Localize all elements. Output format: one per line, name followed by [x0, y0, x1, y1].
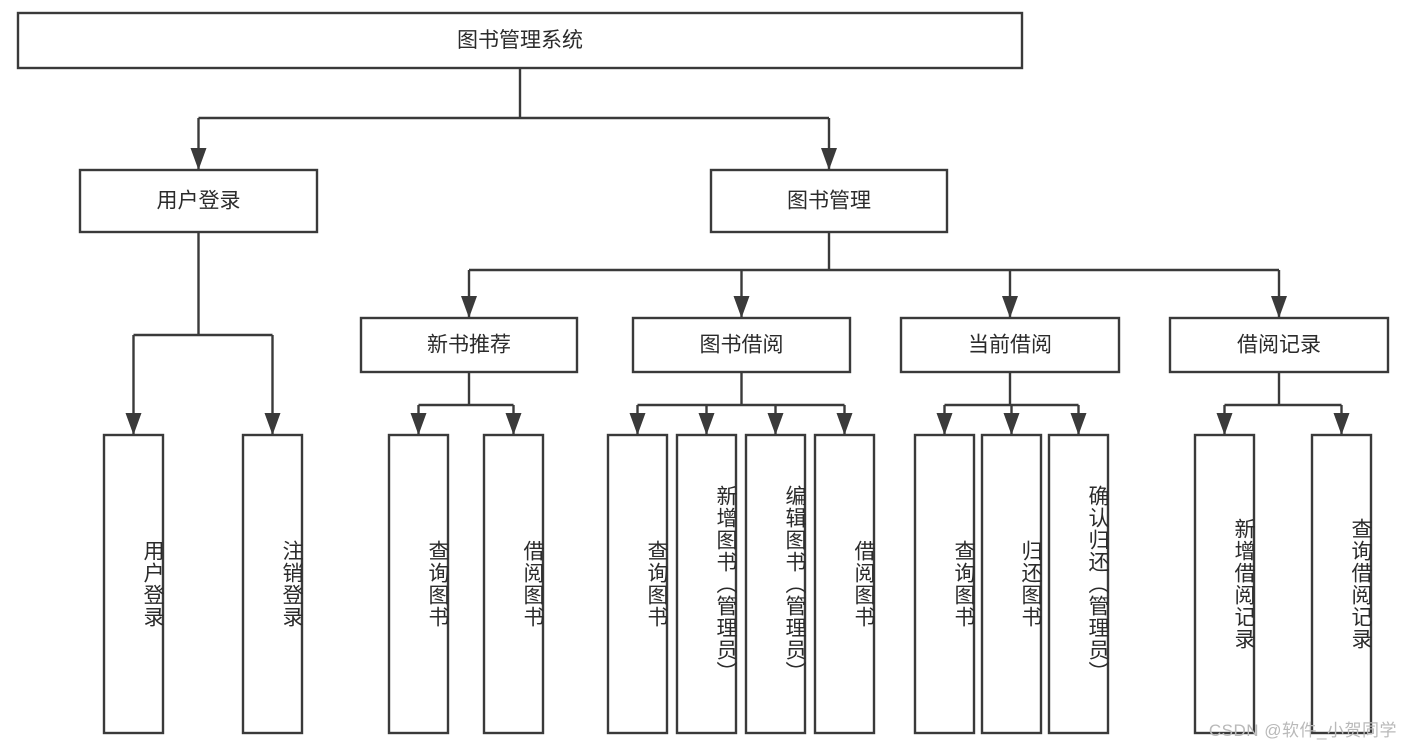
- arrow-root-0: [190, 148, 207, 170]
- node-label-root: 图书管理系统: [457, 29, 583, 52]
- arrow-book-management-2: [1002, 296, 1018, 318]
- node-borrow-record[interactable]: 借阅记录: [1168, 316, 1390, 374]
- node-box-root[interactable]: [16, 11, 1024, 70]
- node-book-management[interactable]: 图书管理: [709, 168, 949, 234]
- node-borrow-book-2[interactable]: [813, 433, 876, 735]
- node-new-book-recommend[interactable]: 新书推荐: [359, 316, 579, 374]
- arrow-current-borrow-1: [1003, 413, 1020, 435]
- node-box-add-book-admin[interactable]: [675, 433, 738, 735]
- arrow-book-borrow-2: [767, 413, 784, 435]
- arrow-borrow-record-1: [1333, 413, 1350, 435]
- node-borrow-book-1[interactable]: [482, 433, 545, 735]
- csdn-watermark: CSDN @软件_小贺同学: [1208, 721, 1397, 740]
- node-box-confirm-return-admin[interactable]: [1047, 433, 1110, 735]
- arrow-user-login-0: [125, 413, 142, 435]
- node-add-book-admin[interactable]: [675, 433, 738, 735]
- node-query-book-1[interactable]: [387, 433, 450, 735]
- arrow-book-management-3: [1271, 296, 1287, 318]
- node-book-borrow[interactable]: 图书借阅: [631, 316, 852, 374]
- node-root[interactable]: 图书管理系统: [16, 11, 1024, 70]
- node-box-book-borrow[interactable]: [631, 316, 852, 374]
- node-box-query-book-3[interactable]: [913, 433, 976, 735]
- node-query-book-3[interactable]: [913, 433, 976, 735]
- arrow-book-borrow-1: [698, 413, 715, 435]
- node-box-borrow-book-2[interactable]: [813, 433, 876, 735]
- node-label-book-management: 图书管理: [787, 190, 871, 213]
- node-box-user-login-do[interactable]: [102, 433, 165, 735]
- arrow-borrow-record-0: [1216, 413, 1233, 435]
- arrow-book-borrow-3: [836, 413, 853, 435]
- node-label-new-book-recommend: 新书推荐: [427, 334, 511, 357]
- node-current-borrow[interactable]: 当前借阅: [899, 316, 1121, 374]
- node-label-book-borrow: 图书借阅: [700, 334, 784, 357]
- node-user-login-do[interactable]: [102, 433, 165, 735]
- node-box-query-book-2[interactable]: [606, 433, 669, 735]
- node-user-login[interactable]: 用户登录: [78, 168, 319, 234]
- node-edit-book-admin[interactable]: [744, 433, 807, 735]
- node-user-logout[interactable]: [241, 433, 304, 735]
- arrow-book-management-0: [461, 296, 477, 318]
- node-box-borrow-book-1[interactable]: [482, 433, 545, 735]
- arrow-new-book-recommend-1: [505, 413, 522, 435]
- node-box-user-login[interactable]: [78, 168, 319, 234]
- node-box-user-logout[interactable]: [241, 433, 304, 735]
- arrow-book-management-1: [733, 296, 750, 318]
- node-box-query-borrow-record[interactable]: [1310, 433, 1373, 735]
- arrow-current-borrow-0: [936, 413, 953, 435]
- node-box-edit-book-admin[interactable]: [744, 433, 807, 735]
- node-query-borrow-record[interactable]: [1310, 433, 1373, 735]
- node-box-query-book-1[interactable]: [387, 433, 450, 735]
- node-confirm-return-admin[interactable]: [1047, 433, 1110, 735]
- arrow-current-borrow-2: [1070, 413, 1087, 435]
- node-return-book[interactable]: [980, 433, 1043, 735]
- node-box-return-book[interactable]: [980, 433, 1043, 735]
- node-label-borrow-record: 借阅记录: [1237, 334, 1321, 357]
- arrow-user-login-1: [264, 413, 281, 435]
- arrow-new-book-recommend-0: [410, 413, 427, 435]
- node-box-add-borrow-record[interactable]: [1193, 433, 1256, 735]
- node-query-book-2[interactable]: [606, 433, 669, 735]
- node-label-current-borrow: 当前借阅: [968, 334, 1052, 357]
- node-add-borrow-record[interactable]: [1193, 433, 1256, 735]
- arrow-book-borrow-0: [629, 413, 646, 435]
- arrow-root-1: [821, 148, 837, 170]
- node-label-user-login: 用户登录: [157, 190, 241, 213]
